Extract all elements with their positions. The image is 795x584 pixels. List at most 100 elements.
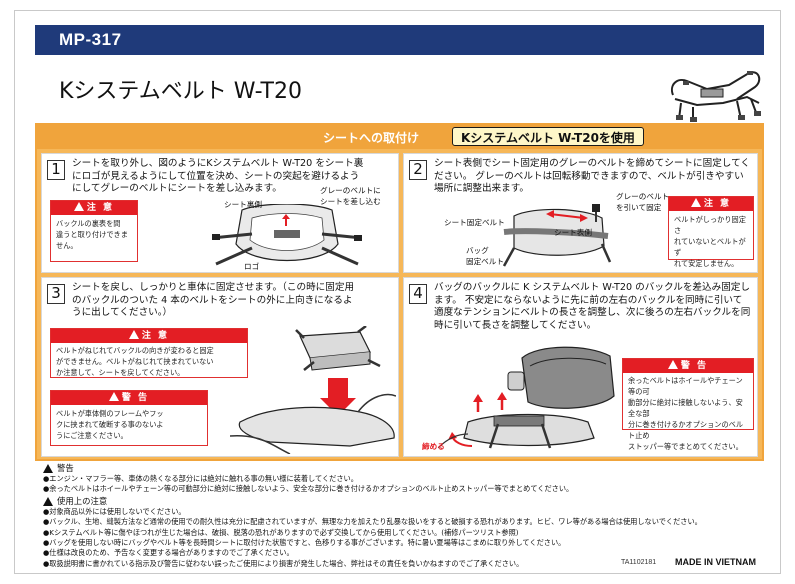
caution-header: 注 意 [51, 201, 137, 215]
caution-line: ができません。ベルトがねじれて挟まれていない [56, 357, 214, 366]
seat-mounting-section: シートへの取付け Kシステムベルト W-T20を使用 1 シートを取り外し、図の… [35, 123, 764, 461]
step-text: シート表側でシート固定用のグレーのベルトを締めてシートに固定してく ださい。 グ… [434, 158, 751, 196]
caution-box: 注 意 バックルの裏表を間 違うと取り付けできま せん。 [50, 200, 138, 262]
caution-line: 違うと取り付けできま [56, 230, 128, 239]
warning-header: 警 告 [51, 391, 207, 405]
header-bar: MP-317 [35, 25, 764, 55]
made-in-label: MADE IN VIETNAM [675, 557, 756, 567]
step-text: バッグのバックルに K システムベルト W-T20 のバックルを差込み固定し ま… [434, 282, 751, 332]
label-bag-line2: 固定ベルト [466, 257, 504, 266]
warning-triangle-icon [108, 392, 119, 401]
label-pull-line1: グレーのベルト [616, 192, 670, 201]
product-title: Kシステムベルト W-T20 [59, 79, 302, 104]
label-pull-line2: を引いて固定 [616, 203, 662, 212]
step-4-panel: 4 バッグのバックルに K システムベルト W-T20 のバックルを差込み固定し… [403, 277, 758, 457]
footer-warning-title: 警告 [57, 463, 74, 473]
caution-line: ベルトがしっかり固定さ [674, 215, 746, 235]
belt-product-illustration [671, 71, 761, 122]
label-bag-line1: バッグ [466, 246, 489, 255]
footer-notes-title: 使用上の注意 [57, 495, 108, 506]
section-highlight: Kシステムベルト W-T20を使用 [452, 127, 644, 146]
warning-line: ベルトが車体側のフレームやフッ [56, 409, 164, 418]
step-text: シートを戻し、しっかりと車体に固定させます。（この時に固定用 のバックルのついた… [72, 282, 392, 320]
warning-line: 動部分に絶対に接触しないよう、安全な部 [628, 398, 743, 418]
label-tighten: 締める [422, 442, 445, 451]
caution-box: 注 意 ベルトがしっかり固定さ れていないとベルトがず れて安定しません。 [668, 196, 754, 268]
footer-notes-heading: 使用上の注意 [43, 496, 773, 507]
footer-note-item: ●取扱説明書に書かれている指示及び警告に従わない誤ったご使用により損害が発生した… [43, 558, 524, 568]
step-text: シートを取り外し、図のようにKシステムベルト W-T20 をシート裏 にロゴが見… [72, 158, 392, 196]
warning-box: 警 告 余ったベルトはホイールやチェーン等の可 動部分に絶対に接触しないよう、安… [622, 358, 754, 451]
caution-title: 注 意 [703, 199, 732, 209]
footer-warning-item: ●エンジン・マフラー等、車体の熱くなる部分には絶対に触れる事の無い様に装着してく… [43, 474, 358, 483]
instruction-sheet: MP-317 Kシステムベルト W-T20 シートへの取付け Kシステムベルト … [14, 10, 781, 574]
step-line: のバックルのついた 4 本のベルトをシートの外に上向きになるよ [72, 294, 353, 306]
step-line: ます。 不安定にならないように先に前の左右のバックルを同時に引いて [434, 294, 743, 306]
warning-box: 警 告 ベルトが車体側のフレームやフッ クに挟まれて破断する事のないよ うにご注… [50, 390, 208, 446]
caution-line: せん。 [56, 241, 78, 250]
step-2-panel: 2 シート表側でシート固定用のグレーのベルトを締めてシートに固定してく ださい。… [403, 153, 758, 273]
step-number: 4 [409, 284, 427, 304]
step-line: 時に引いて長さを調整してください。 [434, 319, 597, 331]
seat-top-belt-illustration [502, 204, 612, 267]
label-gray-belt-line2: シートを差し込む [320, 197, 381, 206]
step-line: バッグのバックルに K システムベルト W-T20 のバックルを差込み固定し [434, 282, 750, 293]
caution-title: 注 意 [141, 331, 170, 341]
footer-notes: 警告 ●エンジン・マフラー等、車体の熱くなる部分には絶対に触れる事の無い様に装着… [43, 463, 773, 569]
step-line: シートを戻し、しっかりと車体に固定させます。（この時に固定用 [72, 282, 355, 293]
step-line: シートを取り外し、図のようにKシステムベルト W-T20 をシート裏 [72, 158, 364, 169]
step-line: シート表側でシート固定用のグレーのベルトを締めてシートに固定してく [434, 158, 751, 169]
label-gray-belt-line1: グレーのベルトに [320, 186, 381, 195]
model-number: MP-317 [59, 30, 122, 49]
caution-box: 注 意 ベルトがねじれてバックルの向きが変わると固定 ができません。ベルトがねじ… [50, 328, 248, 378]
warning-line: 余ったベルトはホイールやチェーン等の可 [628, 376, 743, 396]
step-number: 3 [47, 284, 65, 304]
caution-line: れていないとベルトがず [674, 237, 746, 257]
warning-line: 分に巻き付けるかオプションのベルト止め [628, 420, 744, 440]
warning-title: 警 告 [121, 393, 150, 403]
warning-triangle-icon [43, 464, 53, 473]
footer-note-item: ●バックル、生地、縫製方法など通常の使用での耐久性は充分に配慮されていますが、無… [43, 517, 702, 527]
step-line: にしてグレーのベルトにシートを差し込みます。 [72, 183, 282, 194]
section-header: シートへの取付け Kシステムベルト W-T20を使用 [37, 125, 762, 149]
caution-header: 注 意 [51, 329, 247, 343]
label-seat-fix-belt: シート固定ベルト [444, 218, 505, 227]
warning-triangle-icon [128, 330, 139, 339]
step-line: にロゴが見えるようにして位置を決め、シートの突起を避けるよう [72, 170, 360, 182]
seat-install-illustration [230, 326, 396, 454]
caution-title: 注 意 [86, 203, 115, 213]
label-seat-front: シート表側 [554, 228, 592, 237]
warning-triangle-icon [43, 496, 53, 506]
warning-triangle-icon [73, 202, 84, 211]
step-line: うに出してください。） [72, 307, 173, 318]
warning-line: ストッパー等でまとめてください。 [628, 442, 743, 451]
footer-note-item: ●Kシステムベルト等に傷やほつれが生じた場合は、破損、脱落の恐れがありますので必… [43, 527, 519, 537]
label-seat-back: シート裏側 [224, 200, 262, 209]
footer-warning-heading: 警告 [43, 463, 773, 474]
warning-line: クに挟まれて破断する事のないよ [56, 420, 164, 429]
caution-line: バックルの裏表を間 [56, 219, 121, 228]
warning-triangle-icon [690, 198, 701, 207]
footer-note-item: ●対象商品以外には使用しないでください。 [43, 506, 186, 516]
step-number: 2 [409, 160, 427, 180]
step-3-panel: 3 シートを戻し、しっかりと車体に固定させます。（この時に固定用 のバックルのつ… [41, 277, 399, 457]
footer-warning-item: ●余ったベルトはホイールやチェーン等の可動部分に絶対に接触しないよう、安全な部分… [43, 484, 574, 494]
step-line: 場所に調整出来ます。 [434, 183, 529, 194]
footer-note-item: ●バッグを使用しない時にバッグやベルト等を長時間シートに取付けた状態ですと、色移… [43, 538, 566, 548]
caution-line: れて安定しません。 [674, 259, 739, 268]
label-logo: ロゴ [244, 262, 260, 271]
section-title: シートへの取付け [323, 131, 420, 145]
caution-line: ベルトがねじれてバックルの向きが変わると固定 [56, 346, 214, 355]
step-line: 適度なテンションにベルトの長さを調整し、次に後ろの左右バックルを同 [434, 307, 751, 318]
step-1-panel: 1 シートを取り外し、図のようにKシステムベルト W-T20 をシート裏 にロゴ… [41, 153, 399, 273]
footer-note-item: ●仕様は改良のため、予告なく変更する場合がありますのでご了承ください。 [43, 548, 294, 558]
bag-install-illustration [438, 346, 615, 449]
caution-header: 注 意 [669, 197, 753, 211]
caution-line: か注意して、シートを戻してください。 [56, 368, 185, 377]
warning-title: 警 告 [680, 361, 709, 371]
warning-triangle-icon [667, 360, 678, 369]
step-number: 1 [47, 160, 65, 180]
seat-underside-illustration [212, 204, 362, 266]
document-code: TA1102181 [621, 559, 657, 566]
step-line: ださい。 グレーのベルトは回転移動できますので、ベルトが引きやすい [434, 170, 744, 182]
